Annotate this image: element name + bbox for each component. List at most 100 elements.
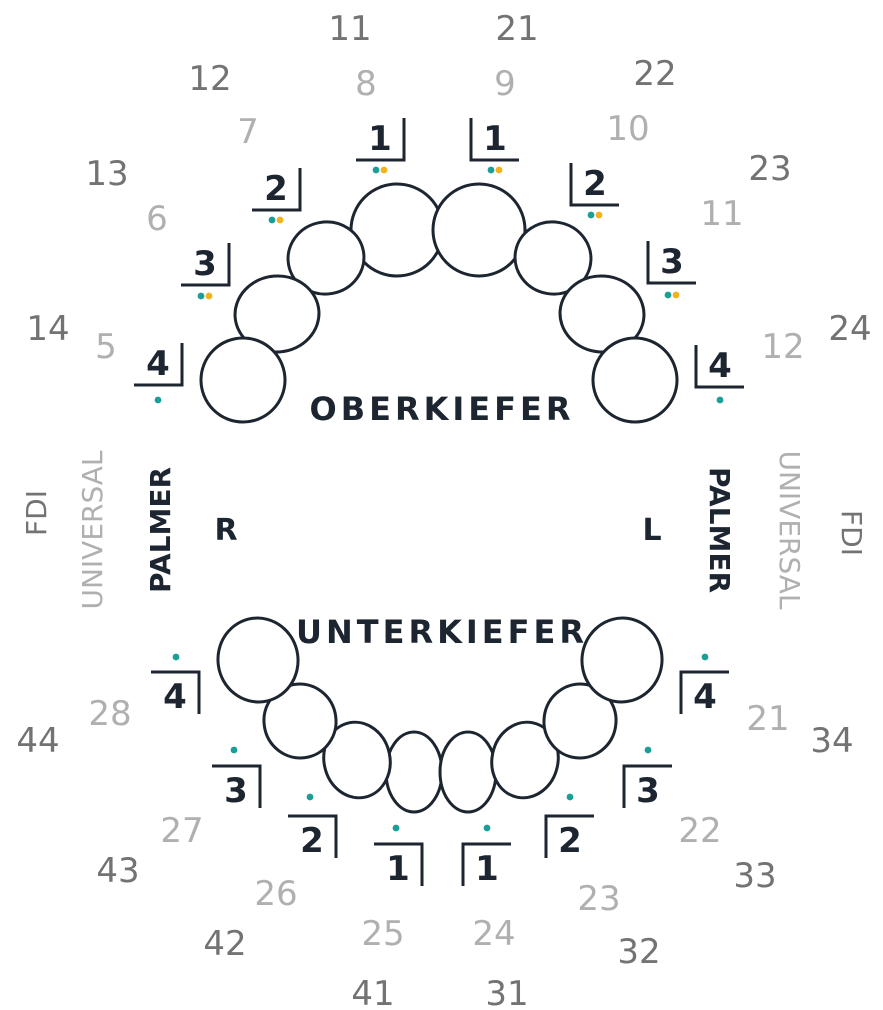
upper-left-teal-dot [664, 291, 672, 299]
upper-right-universal-number: 7 [237, 112, 259, 152]
upper-right-teal-dot [197, 292, 205, 300]
upper-right-palmer-number: 3 [193, 244, 217, 284]
lower-right-fdi-number: 43 [96, 851, 139, 891]
lower-left-teal-dot [566, 793, 574, 801]
lower-right-canine-tooth [262, 682, 338, 760]
lower-right-fdi-number: 42 [203, 924, 246, 964]
lower-right-palmer-number: 2 [300, 821, 324, 861]
lower-right-teal-dot [230, 746, 238, 754]
lower-left-canine-tooth [542, 682, 618, 760]
universal-axis-label-left: UNIVERSAL [76, 450, 109, 609]
upper-left-fdi-number: 23 [748, 149, 791, 189]
upper-right-lateral-incisor-tooth [286, 220, 366, 296]
lower-right-palmer-bracket [151, 670, 201, 714]
upper-right-fdi-number: 14 [26, 309, 69, 349]
upper-right-teal-dot [268, 216, 276, 224]
upper-left-palmer-number: 2 [583, 164, 607, 204]
upper-right-teal-dot [372, 166, 380, 174]
lower-right-universal-number: 26 [254, 874, 297, 914]
upper-left-premolar-tooth [591, 336, 679, 424]
upper-right-palmer-bracket [356, 118, 406, 162]
upper-right-canine-tooth [233, 274, 321, 354]
upper-right-palmer-bracket [181, 243, 231, 287]
upper-left-canine-tooth [558, 274, 646, 354]
lower-right-palmer-number: 1 [386, 849, 410, 889]
lower-right-tooth-3-labels: 43 27 3 [96, 746, 262, 891]
lower-right-palmer-number: 3 [224, 771, 248, 811]
upper-left-fdi-number: 24 [828, 309, 871, 349]
lower-left-premolar-tooth [580, 616, 664, 704]
universal-axis-label-right: UNIVERSAL [773, 450, 806, 609]
lower-left-teal-dot [644, 746, 652, 754]
upper-right-yellow-dot [380, 166, 388, 174]
upper-left-palmer-bracket [469, 118, 519, 162]
lower-right-universal-number: 25 [361, 914, 404, 954]
upper-left-teal-dot [716, 396, 724, 404]
lower-right-fdi-number: 44 [16, 721, 59, 761]
lower-left-palmer-bracket [461, 842, 511, 886]
lower-left-central-incisor-tooth [438, 730, 498, 814]
palmer-axis-label-left: PALMER [144, 467, 177, 593]
upper-left-yellow-dot [672, 291, 680, 299]
right-side-label: R [214, 513, 237, 548]
upper-left-palmer-bracket [694, 345, 744, 389]
upper-jaw-label: OBERKIEFER [309, 390, 574, 428]
upper-left-fdi-number: 21 [495, 9, 538, 49]
upper-right-premolar-tooth [199, 336, 287, 424]
lower-right-premolar-tooth [216, 616, 300, 704]
upper-right-teal-dot [154, 396, 162, 404]
upper-right-palmer-bracket [252, 168, 302, 212]
upper-right-fdi-number: 11 [328, 9, 371, 49]
lower-right-central-incisor-tooth [384, 730, 444, 814]
upper-left-fdi-number: 22 [633, 54, 676, 94]
upper-right-yellow-dot [276, 216, 284, 224]
lower-left-fdi-number: 32 [617, 932, 660, 972]
lower-right-lateral-incisor-tooth [322, 720, 392, 800]
lower-left-universal-number: 21 [746, 699, 789, 739]
upper-left-palmer-number: 4 [708, 346, 732, 386]
upper-left-tooth-4-labels: 24 12 4 [694, 309, 872, 404]
lower-right-teal-dot [172, 653, 180, 661]
lower-left-universal-number: 24 [472, 914, 515, 954]
lower-right-fdi-number: 41 [351, 974, 394, 1010]
upper-left-palmer-bracket [646, 241, 696, 285]
upper-left-universal-number: 12 [761, 327, 804, 367]
lower-left-lateral-incisor-tooth [490, 720, 560, 800]
teeth-group [199, 182, 679, 814]
lower-right-universal-number: 28 [88, 694, 131, 734]
lower-left-palmer-bracket [622, 764, 672, 808]
upper-left-teal-dot [487, 166, 495, 174]
upper-right-fdi-number: 13 [85, 154, 128, 194]
upper-right-fdi-number: 12 [188, 59, 231, 99]
upper-left-universal-number: 11 [700, 194, 743, 234]
fdi-axis-label-left: FDI [20, 490, 53, 536]
lower-right-teal-dot [306, 793, 314, 801]
lower-left-fdi-number: 31 [485, 974, 528, 1010]
upper-right-palmer-number: 2 [264, 169, 288, 209]
upper-right-palmer-number: 4 [146, 344, 170, 384]
lower-right-tooth-1-labels: 41 25 1 [351, 824, 424, 1010]
upper-left-palmer-number: 3 [660, 242, 684, 282]
upper-left-yellow-dot [595, 211, 603, 219]
upper-left-yellow-dot [495, 166, 503, 174]
upper-right-universal-number: 8 [355, 64, 377, 104]
upper-right-palmer-bracket [134, 343, 184, 387]
lower-left-palmer-number: 2 [558, 821, 582, 861]
lower-right-universal-number: 27 [160, 811, 203, 851]
upper-left-tooth-2-labels: 22 10 2 [569, 54, 677, 219]
lower-left-palmer-bracket [544, 814, 594, 858]
lower-left-fdi-number: 33 [733, 856, 776, 896]
upper-left-universal-number: 10 [606, 109, 649, 149]
upper-left-central-incisor-tooth [431, 182, 527, 278]
upper-left-palmer-number: 1 [483, 119, 507, 159]
